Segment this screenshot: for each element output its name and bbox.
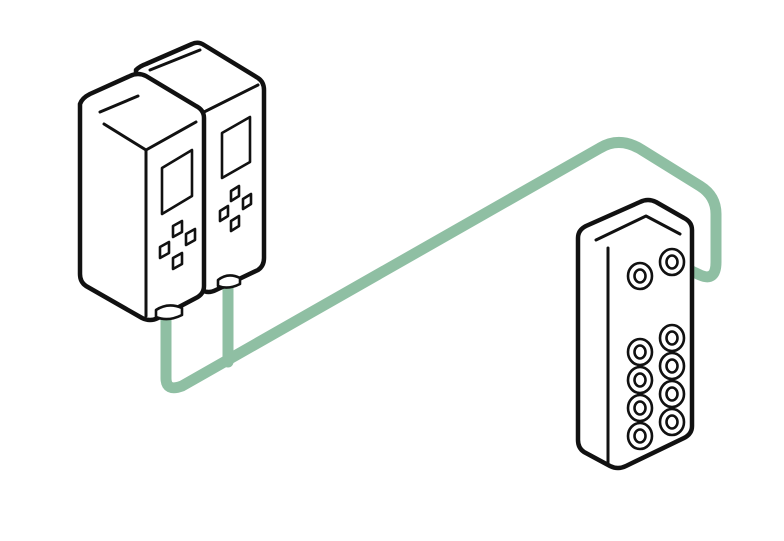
port-socket-icon bbox=[633, 344, 647, 360]
port-socket-icon bbox=[633, 428, 647, 444]
port-socket-icon bbox=[633, 400, 647, 416]
port-socket-icon bbox=[665, 254, 679, 270]
port-socket-icon bbox=[665, 330, 679, 346]
port-socket-icon bbox=[665, 358, 679, 374]
button-icon bbox=[241, 192, 253, 211]
port-socket-icon bbox=[665, 386, 679, 402]
controller-unit-front bbox=[77, 71, 207, 323]
junction-box bbox=[575, 197, 695, 471]
cable-line bbox=[160, 137, 722, 394]
button-icon bbox=[171, 219, 184, 239]
button-icon bbox=[171, 251, 184, 271]
port-socket-icon bbox=[665, 414, 679, 430]
button-icon bbox=[229, 184, 241, 203]
connector-port-icon bbox=[154, 304, 184, 321]
port-socket-icon bbox=[633, 268, 647, 284]
port-socket-icon bbox=[633, 372, 647, 388]
display-screen-icon bbox=[160, 148, 194, 216]
button-icon bbox=[218, 204, 230, 223]
button-icon bbox=[229, 214, 241, 233]
button-icon bbox=[158, 240, 171, 260]
display-screen-icon bbox=[220, 115, 252, 180]
connector-port-icon bbox=[216, 274, 242, 289]
port-array bbox=[626, 247, 686, 451]
button-icon bbox=[184, 227, 197, 247]
